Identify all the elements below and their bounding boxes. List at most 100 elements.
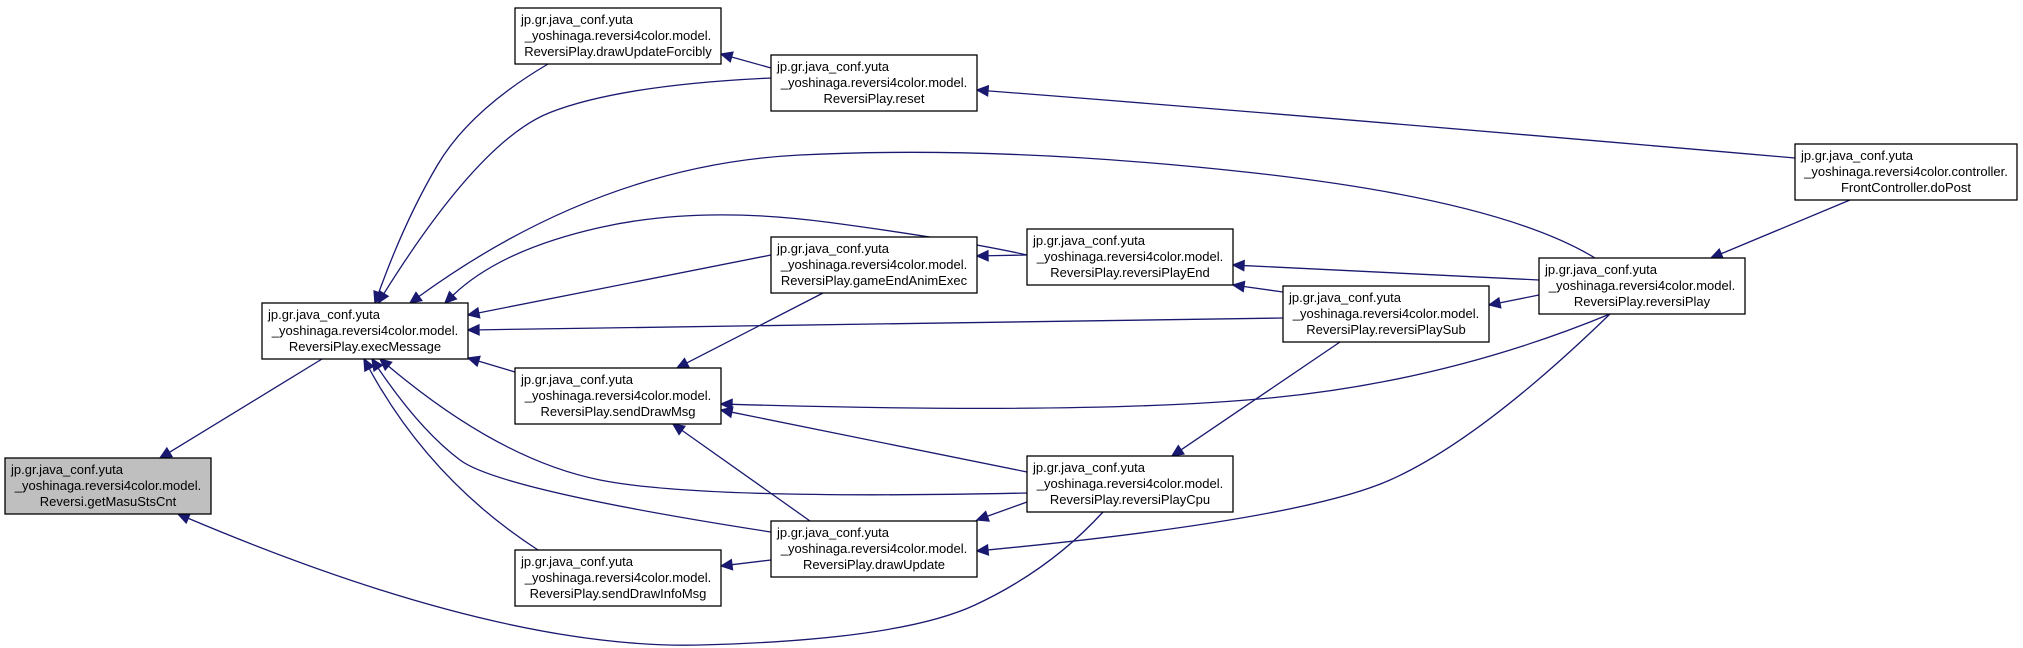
edge-arrowhead (377, 289, 390, 305)
edge-doPost-to-reversiPlay (1709, 199, 1851, 260)
edge-reversiPlayCpu-to-execMessage (378, 357, 1028, 496)
node-box[interactable] (1026, 228, 1234, 286)
edge-line (478, 254, 772, 314)
node-label-line: jp.gr.java_conf.yuta (520, 12, 634, 27)
edge-sendDrawInfoMsg-to-execMessage (363, 357, 539, 551)
edge-arrowhead (1709, 247, 1725, 260)
node-label-line: jp.gr.java_conf.yuta (520, 372, 634, 387)
edge-line (987, 254, 1028, 257)
edge-line (731, 56, 772, 69)
edge-arrowhead (719, 558, 734, 571)
node-box[interactable] (261, 302, 469, 360)
node-sendDrawInfoMsg[interactable]: jp.gr.java_conf.yuta_yoshinaga.reversi4c… (514, 549, 722, 607)
edge-reset-to-drawUpdateForcibly (719, 51, 772, 69)
node-label-line: _yoshinaga.reversi4color.model. (1036, 476, 1223, 491)
node-label-line: _yoshinaga.reversi4color.model. (1548, 278, 1735, 293)
edge-arrowhead (1231, 280, 1246, 293)
node-label-line: ReversiPlay.gameEndAnimExec (781, 273, 968, 288)
node-box[interactable] (4, 457, 212, 515)
node-box[interactable] (770, 236, 978, 294)
edge-arrowhead (719, 398, 733, 411)
node-doPost[interactable]: jp.gr.java_conf.yuta_yoshinaga.reversi4c… (1794, 143, 2018, 201)
node-label-line: jp.gr.java_conf.yuta (776, 525, 890, 540)
edge-arrowhead (176, 512, 192, 525)
node-label-line: _yoshinaga.reversi4color.model. (780, 541, 967, 556)
edge-line (478, 360, 516, 373)
node-label-line: ReversiPlay.sendDrawMsg (540, 404, 695, 419)
node-reversiPlay[interactable]: jp.gr.java_conf.yuta_yoshinaga.reversi4c… (1538, 257, 1746, 315)
node-getMasuStsCnt[interactable]: jp.gr.java_conf.yuta_yoshinaga.reversi4c… (4, 457, 212, 515)
node-label-line: jp.gr.java_conf.yuta (1032, 233, 1146, 248)
node-label-line: ReversiPlay.sendDrawInfoMsg (530, 586, 707, 601)
node-box[interactable] (514, 7, 722, 65)
edge-arrowhead (975, 249, 989, 262)
edge-drawUpdate-to-sendDrawInfoMsg (719, 558, 772, 571)
node-box[interactable] (1282, 285, 1490, 343)
node-box[interactable] (1794, 143, 2018, 201)
node-label-line: _yoshinaga.reversi4color.model. (1292, 306, 1479, 321)
node-label-line: ReversiPlay.drawUpdate (803, 557, 945, 572)
edge-arrowhead (1231, 259, 1245, 272)
node-execMessage[interactable]: jp.gr.java_conf.yuta_yoshinaga.reversi4c… (261, 302, 469, 360)
node-label-line: _yoshinaga.reversi4color.model. (524, 388, 711, 403)
node-label-line: _yoshinaga.reversi4color.model. (271, 323, 458, 338)
node-box[interactable] (514, 549, 722, 607)
edge-reversiPlay-to-reversiPlaySub (1487, 294, 1540, 309)
node-label-line: jp.gr.java_conf.yuta (1800, 148, 1914, 163)
edge-gameEndAnimExec-to-sendDrawMsg (675, 292, 824, 369)
node-label-line: _yoshinaga.reversi4color.model. (1036, 249, 1223, 264)
edge-drawUpdate-to-execMessage (371, 357, 772, 533)
edge-arrowhead (158, 446, 174, 459)
node-label-line: _yoshinaga.reversi4color.controller. (1803, 164, 2008, 179)
node-reversiPlayEnd[interactable]: jp.gr.java_conf.yuta_yoshinaga.reversi4c… (1026, 228, 1234, 286)
node-label-line: _yoshinaga.reversi4color.model. (524, 570, 711, 585)
node-label-line: _yoshinaga.reversi4color.model. (14, 478, 201, 493)
node-label-line: ReversiPlay.drawUpdateForcibly (524, 44, 712, 59)
edge-line (478, 317, 1284, 331)
node-box[interactable] (1538, 257, 1746, 315)
edge-line (686, 292, 824, 364)
edge-arrowhead (975, 510, 990, 522)
edge-line (731, 559, 772, 566)
edge-line (1180, 341, 1341, 451)
edge-arrowhead (975, 543, 990, 556)
edge-reversiPlay-to-reversiPlayEnd (1231, 259, 1540, 281)
node-label-line: jp.gr.java_conf.yuta (776, 59, 890, 74)
edge-arrowhead (363, 357, 375, 373)
edge-arrowhead (466, 323, 480, 336)
node-drawUpdateForcibly[interactable]: jp.gr.java_conf.yuta_yoshinaga.reversi4c… (514, 7, 722, 65)
edge-sendDrawMsg-to-execMessage (466, 355, 516, 373)
edge-reversiPlayCpu-to-sendDrawMsg (719, 406, 1028, 473)
edge-arrowhead (1487, 296, 1502, 309)
nodes-layer: jp.gr.java_conf.yuta_yoshinaga.reversi4c… (4, 7, 2018, 607)
edge-arrowhead (671, 423, 686, 436)
edge-line (731, 411, 1028, 473)
node-box[interactable] (514, 367, 722, 425)
edge-gameEndAnimExec-to-execMessage (466, 254, 772, 319)
edge-line (987, 313, 1611, 551)
edge-reversiPlay-to-drawUpdate (975, 313, 1611, 556)
node-box[interactable] (770, 520, 978, 578)
node-drawUpdate[interactable]: jp.gr.java_conf.yuta_yoshinaga.reversi4c… (770, 520, 978, 578)
node-reversiPlaySub[interactable]: jp.gr.java_conf.yuta_yoshinaga.reversi4c… (1282, 285, 1490, 343)
edge-line (1720, 199, 1851, 255)
edge-line (987, 501, 1028, 517)
edge-line (378, 63, 549, 293)
edge-line (1499, 294, 1540, 304)
edge-reversiPlay-to-execMessage (408, 151, 1596, 304)
edge-arrowhead (408, 291, 423, 304)
node-label-line: ReversiPlay.reversiPlayCpu (1050, 492, 1210, 507)
node-reset[interactable]: jp.gr.java_conf.yuta_yoshinaga.reversi4c… (770, 54, 978, 112)
node-label-line: _yoshinaga.reversi4color.model. (780, 257, 967, 272)
edge-line (987, 90, 1796, 159)
node-reversiPlayCpu[interactable]: jp.gr.java_conf.yuta_yoshinaga.reversi4c… (1026, 455, 1234, 513)
node-box[interactable] (1026, 455, 1234, 513)
node-box[interactable] (770, 54, 978, 112)
edge-arrowhead (975, 84, 990, 97)
edges-layer (158, 51, 1851, 646)
node-label-line: jp.gr.java_conf.yuta (1032, 460, 1146, 475)
node-sendDrawMsg[interactable]: jp.gr.java_conf.yuta_yoshinaga.reversi4c… (514, 367, 722, 425)
node-label-line: Reversi.getMasuStsCnt (40, 494, 177, 509)
node-gameEndAnimExec[interactable]: jp.gr.java_conf.yuta_yoshinaga.reversi4c… (770, 236, 978, 294)
